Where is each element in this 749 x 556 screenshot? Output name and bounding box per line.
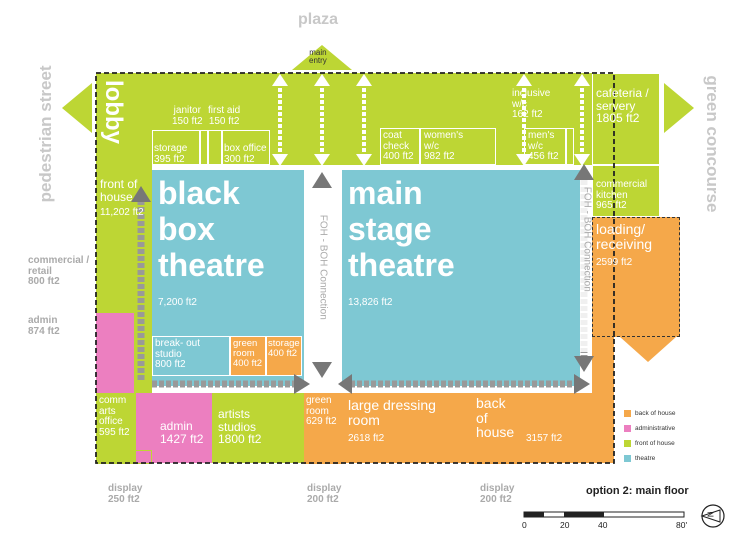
scale-tick: 0 — [522, 520, 527, 530]
green-room-1-room — [230, 336, 266, 376]
storage-2-label: storage 400 ft2 — [268, 338, 300, 359]
admin-outside-label: admin 874 ft2 — [28, 315, 60, 337]
connection-2-label: FOH - BOH Connection — [581, 186, 593, 292]
display-2-room — [304, 450, 342, 464]
breakout-label: break- out studio 800 ft2 — [155, 338, 201, 370]
legend: back of house administrative front of ho… — [624, 406, 675, 466]
cafeteria-room — [592, 73, 660, 165]
loading-arrow-icon — [620, 337, 676, 362]
commercial-retail-label: commercial / retail 800 ft2 — [28, 255, 90, 287]
front-of-house-right — [592, 165, 660, 217]
lobby-label: lobby — [100, 80, 127, 144]
first-aid-label: first aid 150 ft2 — [208, 105, 241, 127]
loading-area: 2599 ft2 — [596, 257, 633, 268]
storage-2-room — [266, 336, 302, 376]
main-entry-label: main entry — [309, 48, 327, 66]
first-aid-room — [208, 130, 222, 165]
janitor-label: janitor 150 ft2 — [172, 105, 203, 127]
green-room-1-label: green room 400 ft2 — [233, 338, 263, 369]
loading-room — [592, 217, 680, 337]
box-office-room — [222, 130, 270, 165]
back-of-house-right — [592, 337, 614, 393]
front-of-house-label: front of house — [100, 177, 138, 204]
main-stage-area: 13,826 ft2 — [348, 297, 393, 308]
commercial-kitchen-label: commercial kitchen 965 ft2 — [596, 179, 648, 211]
admin-outside-room — [96, 313, 134, 393]
scale-ticks: 0 20 40 80' — [520, 520, 690, 532]
green-room-2-room — [304, 393, 342, 463]
large-dressing-room — [342, 393, 472, 463]
main-entry-arrow-icon — [292, 45, 352, 70]
legend-swatch — [624, 425, 631, 432]
display-1-label: display 250 ft2 — [108, 483, 143, 505]
artists-studios-label: artists studios 1800 ft2 — [218, 407, 262, 447]
legend-item: back of house — [624, 406, 675, 421]
black-box-area: 7,200 ft2 — [158, 297, 197, 308]
legend-label: administrative — [635, 425, 676, 432]
comm-arts-label: comm arts office 595 ft2 — [99, 395, 130, 438]
inclusive-wc-label: inclusive w/c 162 ft2 — [512, 88, 551, 120]
green-room-2-label: green room 629 ft2 — [306, 395, 337, 427]
coat-check-label: coat check 400 ft2 — [383, 130, 414, 162]
back-of-house-area: 3157 ft2 — [526, 433, 563, 444]
main-stage-label: main stage theatre — [348, 175, 455, 283]
legend-swatch — [624, 440, 631, 447]
large-dressing-label: large dressing room — [348, 397, 436, 428]
storage-1-label: storage 395 ft2 — [154, 143, 188, 165]
north-label: N — [706, 511, 716, 518]
breakout-room — [152, 336, 230, 376]
legend-item: theatre — [624, 451, 675, 466]
legend-label: back of house — [635, 410, 676, 417]
scale-tick: 80' — [676, 520, 688, 530]
loading-label: loading/ receiving — [596, 221, 653, 252]
west-arrow-icon — [62, 83, 92, 133]
legend-label: front of house — [635, 440, 675, 447]
commercial-kitchen-room — [592, 165, 660, 217]
plaza-label: plaza — [298, 11, 339, 28]
inclusive-wc-room — [566, 128, 574, 165]
legend-swatch — [624, 455, 631, 462]
connection-1-label: FOH - BOH Connection — [317, 214, 329, 320]
mens-wc-label: men's w/c 456 ft2 — [528, 130, 559, 162]
scale-tick: 20 — [560, 520, 570, 530]
coat-check-room — [380, 128, 420, 165]
artists-studios-room — [212, 393, 304, 463]
admin-room — [136, 393, 212, 463]
front-of-house-area: 11,202 ft2 — [100, 207, 144, 218]
back-of-house-room — [472, 393, 614, 463]
back-of-house-label: back of house — [476, 395, 515, 441]
box-office-label: box office 300 ft2 — [224, 143, 267, 165]
large-dressing-area: 2618 ft2 — [348, 433, 385, 444]
cafeteria-label: cafeteria / servery 1805 ft2 — [596, 86, 649, 126]
black-box-label: black box theatre — [158, 175, 265, 283]
foh-boh-corridor — [306, 190, 338, 358]
scale-tick: 40 — [598, 520, 608, 530]
womens-wc-room — [420, 128, 496, 165]
caption: option 2: main floor — [586, 485, 689, 497]
building-outline — [95, 72, 615, 464]
display-2-label: display 200 ft2 — [307, 483, 342, 505]
green-concourse-label: green concourse — [702, 75, 722, 213]
display-3-label: display 200 ft2 — [480, 483, 515, 505]
mens-wc-room — [524, 128, 566, 165]
comm-arts-room — [96, 393, 136, 463]
womens-wc-label: women's w/c 982 ft2 — [424, 130, 464, 162]
east-arrow-icon — [664, 83, 694, 133]
legend-item: administrative — [624, 421, 675, 436]
main-stage-theatre-room — [342, 170, 580, 386]
legend-swatch — [624, 410, 631, 417]
legend-item: front of house — [624, 436, 675, 451]
storage-1-room — [152, 130, 200, 165]
legend-label: theatre — [635, 455, 656, 462]
admin-label: admin 1427 ft2 — [160, 419, 204, 446]
janitor-room — [200, 130, 208, 165]
pedestrian-street-label: pedestrian street — [36, 65, 56, 203]
